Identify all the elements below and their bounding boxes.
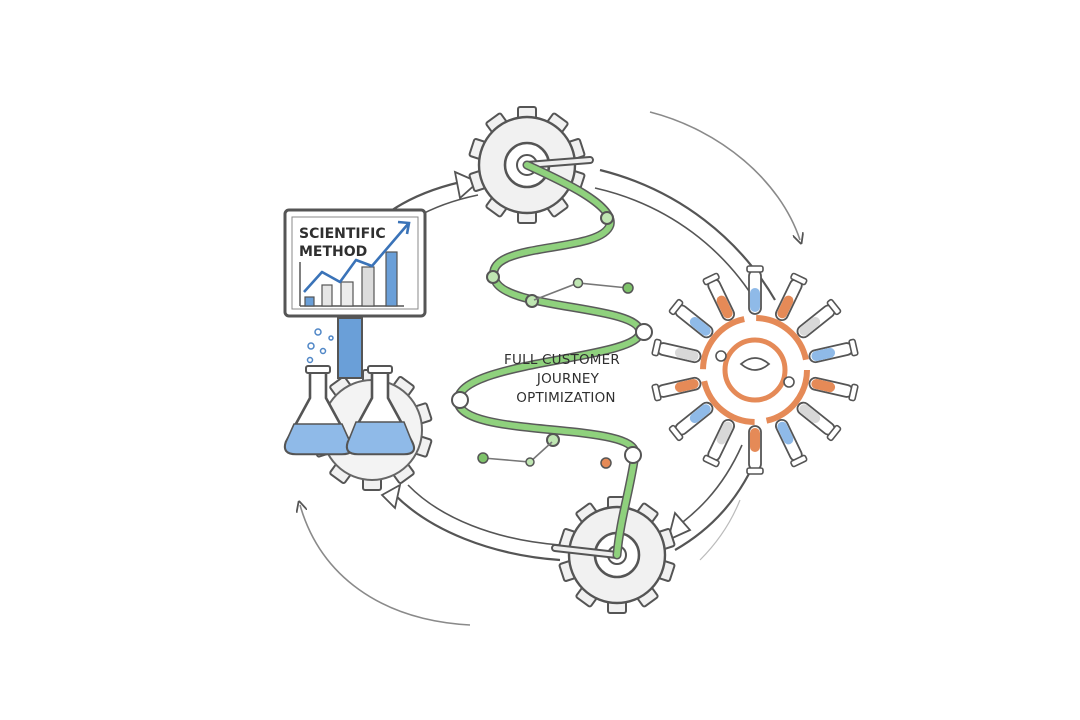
- board-label-line1: SCIENTIFIC: [299, 226, 386, 242]
- test-tube-cluster: [651, 265, 859, 475]
- center-label-line3: OPTIMIZATION: [516, 390, 615, 406]
- test-tube: [702, 418, 735, 468]
- journey-node: [600, 211, 614, 225]
- ring-arrow-top-left: [453, 170, 480, 200]
- test-tube: [746, 265, 764, 315]
- data-links: [477, 277, 634, 469]
- test-tube: [668, 401, 714, 442]
- outer-arrow-bottom-left: [300, 505, 471, 626]
- board-bar: [340, 281, 354, 307]
- board-label-line2: METHOD: [299, 244, 367, 260]
- test-tube: [702, 272, 735, 322]
- journey-node: [525, 294, 539, 308]
- board-bar: [385, 251, 398, 307]
- board-trend-line: [303, 223, 409, 293]
- outer-arrow-top-right: [649, 111, 800, 240]
- ring-arrow-bottom: [666, 511, 692, 542]
- test-tube: [808, 338, 859, 364]
- top-gear: [468, 106, 586, 224]
- test-tube: [796, 401, 842, 442]
- outer-arrow-bottom-right: [699, 499, 741, 561]
- bubbles: [306, 328, 334, 364]
- board-bar-chart: [299, 220, 411, 307]
- test-tube: [651, 376, 702, 402]
- cycle-ring: [349, 168, 776, 562]
- journey-path: [453, 160, 645, 560]
- flask-right: [345, 365, 416, 456]
- journey-node: [451, 391, 469, 409]
- test-tube: [775, 272, 808, 322]
- board-bar: [304, 296, 315, 307]
- ring-arrow-left: [380, 483, 402, 510]
- center-label: FULL CUSTOMER JOURNEY OPTIMIZATION: [504, 352, 620, 406]
- center-label-line2: JOURNEY: [536, 371, 600, 387]
- board-bar: [321, 284, 333, 307]
- journey-node: [635, 323, 653, 341]
- test-tube: [651, 338, 702, 364]
- journey-node: [624, 446, 642, 464]
- test-tube: [746, 425, 764, 475]
- test-tube: [796, 298, 842, 339]
- test-tube: [668, 298, 714, 339]
- board-bar: [361, 266, 375, 307]
- test-tube: [808, 376, 859, 402]
- journey-node: [486, 270, 500, 284]
- scientific-method-board: SCIENTIFIC METHOD: [283, 208, 427, 379]
- journey-nodes: [451, 211, 653, 464]
- flask-left: [283, 365, 354, 456]
- test-tube: [775, 418, 808, 468]
- center-label-line1: FULL CUSTOMER: [504, 352, 620, 368]
